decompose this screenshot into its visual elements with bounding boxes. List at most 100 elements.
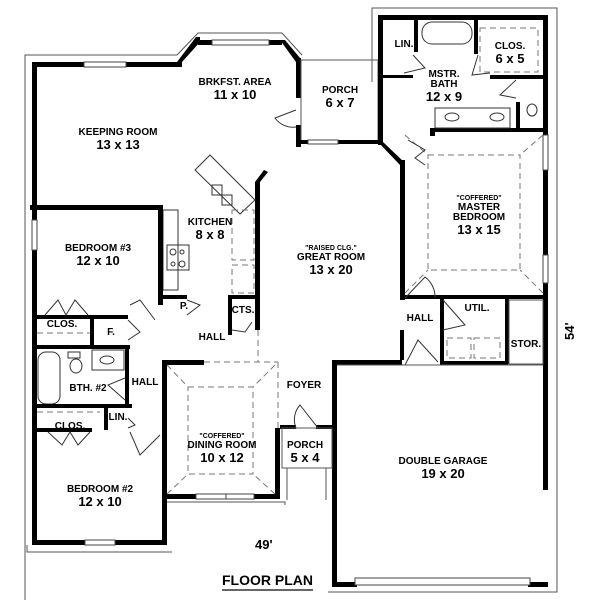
room-name: PORCH <box>286 440 324 451</box>
room-name: DOUBLE GARAGE <box>398 456 488 467</box>
room-name: BEDROOM #2 <box>66 484 134 495</box>
room-size: 19 x 20 <box>421 466 465 481</box>
dining-east-wall <box>275 428 280 498</box>
bedroom2-label: BEDROOM #2 12 x 10 <box>66 484 134 509</box>
counter-east <box>231 209 255 261</box>
sink-icon <box>99 355 115 365</box>
clos-b2-wall <box>32 428 92 432</box>
room-name-line1: MSTR. <box>428 69 460 80</box>
ceiling-note: "COFFERED" <box>456 195 502 202</box>
brkfst-east-wall <box>296 58 301 98</box>
door-swing <box>231 321 253 333</box>
bath2-north-wall <box>32 345 130 349</box>
coffer-line <box>404 269 429 294</box>
door-swing <box>186 299 202 316</box>
window <box>542 134 549 171</box>
vanity-counter <box>91 349 125 371</box>
window <box>31 219 38 251</box>
ceiling-note: "COFFERED" <box>199 433 245 440</box>
room-size: 8 x 8 <box>195 227 225 242</box>
exterior-outline <box>24 32 303 600</box>
room-size: 13 x 13 <box>96 137 140 152</box>
door-swing <box>127 319 141 341</box>
coffer-line <box>166 473 189 495</box>
dryer-icon <box>473 337 501 359</box>
main-hall-label: HALL <box>199 333 226 343</box>
room-name: CLOS. <box>46 319 78 330</box>
window <box>307 139 339 145</box>
master-bedroom-label: "COFFERED" MASTER BEDROOM 13 x 15 <box>453 195 505 236</box>
room-name: CLOS. <box>54 421 86 432</box>
bedroom3-east-wall <box>158 205 163 305</box>
room-name-line2: BATH <box>430 79 458 90</box>
wc-wall <box>516 102 520 128</box>
bedroom3-label: BEDROOM #3 12 x 10 <box>64 243 132 268</box>
room-name-line1: MASTER <box>457 202 501 213</box>
room-name: LIN. <box>394 39 414 50</box>
sink-icon <box>444 112 460 122</box>
room-size: 11 x 10 <box>213 87 257 102</box>
burner <box>170 261 176 267</box>
tub-clos-wall <box>474 18 478 54</box>
plan-title: FLOOR PLAN <box>222 572 313 591</box>
door-swing <box>471 54 491 76</box>
door-swing <box>498 79 517 99</box>
room-name: HALL <box>131 377 159 388</box>
cts-north-wall <box>228 295 256 299</box>
bedroom3-closet-label: CLOS. <box>47 320 78 330</box>
garage-label: DOUBLE GARAGE 19 x 20 <box>398 456 488 481</box>
window <box>83 61 127 68</box>
dining-west-wall <box>162 360 167 545</box>
door-swing <box>129 299 156 321</box>
stove-icon <box>166 244 190 271</box>
cts-west-wall <box>228 295 232 335</box>
garage-door <box>354 577 531 586</box>
room-name: LIN. <box>108 412 128 423</box>
rear-porch-label: PORCH 6 x 7 <box>322 86 358 110</box>
master-bed-west-wall <box>400 160 405 300</box>
clos-b3-wall <box>32 315 90 319</box>
kitchen-island <box>194 154 256 215</box>
ceiling-note: "RAISED CLG." <box>305 245 357 252</box>
keeping-room-label: KEEPING ROOM 13 x 13 <box>78 127 158 152</box>
room-size: 12 x 10 <box>78 494 122 509</box>
door-swing <box>404 276 436 299</box>
refrigerator-icon <box>231 264 255 294</box>
bathtub-icon <box>37 351 61 405</box>
master-linen-label: LIN. <box>395 40 414 50</box>
clos-south-wall <box>490 75 546 79</box>
room-name: BEDROOM #3 <box>64 243 132 254</box>
room-name: UTIL. <box>464 303 490 314</box>
door-swing <box>403 54 426 74</box>
room-size: 10 x 12 <box>200 450 244 465</box>
west-hall-label: HALL <box>132 378 159 388</box>
storage-outline <box>508 299 544 365</box>
room-name: GREAT ROOM <box>296 252 366 263</box>
room-name: KITCHEN <box>187 217 233 228</box>
garage-exterior-outline <box>328 7 558 593</box>
window <box>225 493 255 500</box>
toilet-icon <box>69 358 83 374</box>
dining-north-wall <box>162 360 204 365</box>
util-west-wall <box>440 299 444 364</box>
room-name: CTS. <box>231 305 255 316</box>
room-name: KEEPING ROOM <box>78 127 158 138</box>
door-swing <box>129 431 161 456</box>
sink-icon <box>221 194 233 206</box>
hall-linen-label: LIN. <box>109 413 128 423</box>
dining-room-label: "COFFERED" DINING ROOM 10 x 12 <box>188 433 257 464</box>
f-closet-label: F. <box>107 328 115 338</box>
porch-south-wall <box>300 140 382 144</box>
garage-south-wall-left <box>332 582 357 587</box>
bay-wall-left <box>177 37 200 62</box>
bifold-door <box>44 299 89 317</box>
room-size: 12 x 10 <box>76 253 120 268</box>
door-swing <box>274 109 297 128</box>
room-size: 6 x 7 <box>325 95 355 110</box>
window <box>195 493 227 500</box>
sink-icon <box>489 112 505 122</box>
coffer-line <box>252 473 276 495</box>
burner <box>178 260 186 268</box>
bath-south-wall <box>430 128 546 132</box>
